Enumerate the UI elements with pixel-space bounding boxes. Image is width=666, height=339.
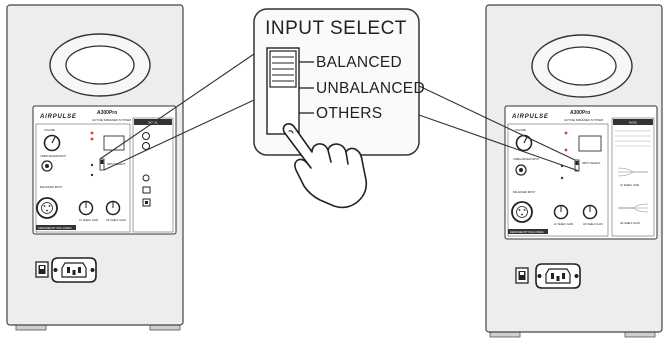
input-select-callout: INPUT SELECT BALANCED UNBALANCED OTHERS <box>253 8 425 156</box>
left-speaker-balanced-label: BALANCED INPUT <box>40 185 63 189</box>
left-speaker: DIGITAL AIRPULSE A300Pro ACTIVE SPEAKER … <box>6 4 184 331</box>
left-speaker-xlr-jack <box>36 197 58 219</box>
right-speaker-rear-panel <box>504 105 658 240</box>
callout-leaders <box>99 53 580 172</box>
right-speaker-subtitle: ACTIVE SPEAKER SYSTEM <box>564 118 604 122</box>
left-speaker-model: A300Pro <box>97 110 117 116</box>
left-speaker-digital-frame <box>132 117 174 233</box>
left-speaker-brand: AIRPULSE <box>39 114 77 120</box>
left-speaker-ir-window <box>103 135 125 151</box>
right-speaker-model: A300Pro <box>570 110 590 116</box>
right-speaker-lf-label: LF SHELF GAIN <box>554 222 573 226</box>
callout-option-others: OTHERS <box>316 105 382 122</box>
callout-leader-left-top <box>99 53 255 160</box>
left-speaker-optical-jack <box>142 186 151 194</box>
left-speaker-port-inner <box>65 45 135 85</box>
left-speaker-control-frame <box>35 123 131 233</box>
right-speaker-mode-header <box>613 119 653 125</box>
right-speaker-hf-curves <box>618 203 649 213</box>
right-speaker-input-select-label: INPUT SELECT <box>582 161 601 165</box>
left-speaker-led <box>90 131 94 135</box>
right-speaker-led <box>564 148 568 152</box>
left-speaker-designed-strip <box>36 225 76 230</box>
right-speaker-hf-mode-label: HF SHELF GAIN <box>620 221 640 225</box>
left-speaker-digital-header <box>134 119 172 125</box>
right-speaker: MODE LF SHELF GAIN HF SHELF GAIN AIRPULS… <box>485 4 663 338</box>
left-speaker-input-switch <box>99 158 105 171</box>
left-speaker-volume-label: VOLUME <box>44 128 55 132</box>
callout-leader-left-bottom <box>103 99 255 171</box>
right-speaker-mode-label: MODE <box>629 121 637 125</box>
right-speaker-balanced-label: BALANCED INPUT <box>513 190 536 194</box>
right-speaker-designed-by: DESIGNED BY PHIL JONES <box>510 230 544 234</box>
left-speaker-hf-label: HF SHELF GAIN <box>106 218 126 222</box>
callout-title: INPUT SELECT <box>265 18 407 39</box>
right-speaker-ir-window <box>578 135 602 152</box>
right-speaker-lf-mode-label: LF SHELF GAIN <box>620 183 639 187</box>
left-speaker-digital-jack <box>142 142 150 150</box>
callout-option-unbalanced: UNBALANCED <box>316 80 425 97</box>
right-speaker-designed-strip <box>508 229 548 234</box>
right-speaker-unbalanced-label: UNBALANCED INPUT <box>513 157 540 161</box>
left-speaker-unbalanced-label: UNBALANCED INPUT <box>40 154 67 158</box>
left-speaker-digital-jack <box>142 132 150 140</box>
callout-leader-right-top <box>418 85 576 161</box>
right-speaker-led <box>564 131 568 135</box>
left-speaker-designed-by: DESIGNED BY PHIL JONES <box>38 226 72 230</box>
pointing-hand-icon <box>282 123 368 209</box>
left-speaker-coax-jack <box>142 174 150 182</box>
left-speaker-subtitle: ACTIVE SPEAKER SYSTEM <box>92 118 132 122</box>
right-speaker-lf-curves <box>617 167 648 177</box>
right-speaker-hf-label: HF SHELF GAIN <box>583 222 603 226</box>
right-speaker-volume-label: VOLUME <box>515 128 526 132</box>
right-speaker-control-frame <box>507 123 609 237</box>
callout-option-balanced: BALANCED <box>316 54 402 71</box>
right-speaker-port-inner <box>547 46 617 86</box>
left-speaker-lf-label: LF SHELF GAIN <box>79 218 98 222</box>
right-speaker-xlr-jack <box>511 201 533 223</box>
callout-leader-right-bottom <box>418 114 580 172</box>
left-speaker-led <box>90 137 94 141</box>
right-speaker-input-switch <box>574 159 580 172</box>
right-speaker-brand: AIRPULSE <box>511 114 549 120</box>
right-speaker-mode-frame <box>611 117 655 237</box>
